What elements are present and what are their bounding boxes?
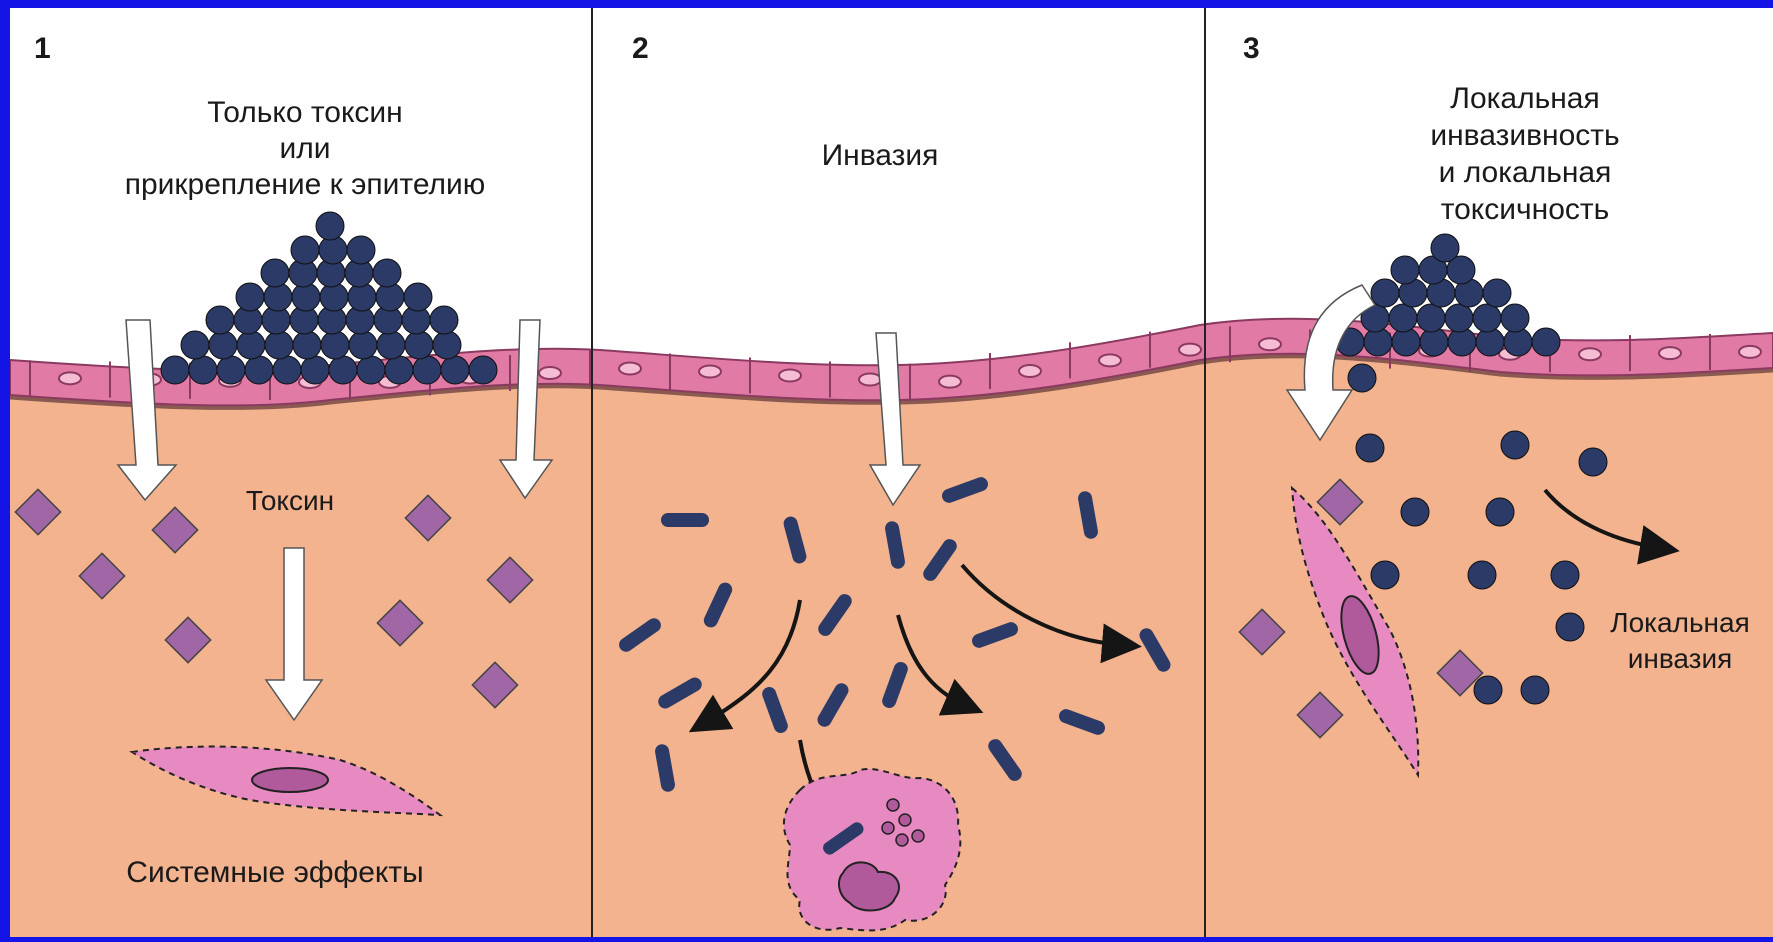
systemic-effects-label: Системные эффекты [126,856,423,889]
panel-2-phagocyte [784,769,960,930]
coccus-bacterium [292,283,320,311]
coccus-bacterium [273,356,301,384]
coccus-bacterium [1579,448,1607,476]
rod-bacterium [661,513,709,527]
coccus-bacterium [376,283,404,311]
coccus-bacterium [265,331,293,359]
coccus-bacterium [1504,328,1532,356]
coccus-bacterium [206,306,234,334]
coccus-bacterium [430,306,458,334]
coccus-bacterium [261,259,289,287]
coccus-bacterium [236,283,264,311]
coccus-bacterium [1371,561,1399,589]
panel-number-2: 2 [632,32,649,65]
epithelial-cell-nucleus [939,376,961,388]
coccus-bacterium [1474,676,1502,704]
coccus-bacterium [1420,328,1448,356]
local-invasion-label-line-1: Локальная [1610,607,1750,638]
panel-3-title-line-1: Локальная [1450,82,1599,115]
epithelial-cell-nucleus [699,366,721,378]
coccus-bacterium [1501,431,1529,459]
panel-1-title-line-1: Только токсин [207,96,403,129]
panel-3-title-line-4: токсичность [1441,193,1610,226]
coccus-bacterium [1448,328,1476,356]
epithelial-cell-nucleus [619,363,641,375]
coccus-bacterium [373,259,401,287]
coccus-bacterium [1556,613,1584,641]
target-cell-nucleus [252,768,328,792]
epithelial-cell-nucleus [1099,354,1121,366]
epithelial-cell-nucleus [1179,344,1201,356]
coccus-bacterium [347,236,375,264]
coccus-bacterium [181,331,209,359]
epithelial-cell-nucleus [1259,338,1281,350]
coccus-bacterium [1532,328,1560,356]
epithelial-cell-nucleus [859,374,881,386]
panel-1-title-line-2: или [279,132,330,165]
coccus-bacterium [161,356,189,384]
panel-number-1: 1 [34,32,51,65]
coccus-bacterium [405,331,433,359]
coccus-bacterium [293,331,321,359]
coccus-bacterium [1431,234,1459,262]
coccus-bacterium [1476,328,1504,356]
coccus-bacterium [413,356,441,384]
coccus-bacterium [377,331,405,359]
coccus-bacterium [1356,434,1384,462]
coccus-bacterium [357,356,385,384]
coccus-bacterium [291,236,319,264]
coccus-bacterium [1417,304,1445,332]
coccus-bacterium [1486,498,1514,526]
coccus-bacterium [245,356,273,384]
coccus-bacterium [1389,304,1417,332]
coccus-bacterium [301,356,329,384]
coccus-bacterium [1473,304,1501,332]
coccus-bacterium [1483,279,1511,307]
epithelial-cell-nucleus [539,367,561,379]
local-invasion-label-line-2: инвазия [1628,643,1733,674]
coccus-bacterium [1392,328,1420,356]
coccus-bacterium [441,356,469,384]
epithelial-cell-nucleus [1739,346,1761,358]
coccus-bacterium [237,331,265,359]
coccus-bacterium [1551,561,1579,589]
epithelial-cell-nucleus [1659,347,1681,359]
panel-number-3: 3 [1243,32,1260,65]
epithelial-cell-nucleus [779,370,801,382]
coccus-bacterium [385,356,413,384]
coccus-bacterium [1348,364,1376,392]
coccus-bacterium [264,283,292,311]
toxin-label: Токсин [246,485,334,516]
coccus-bacterium [329,356,357,384]
coccus-bacterium [404,283,432,311]
panel-3-title-line-3: и локальная [1439,156,1612,189]
coccus-bacterium [1468,561,1496,589]
epithelial-cell-nucleus [1019,365,1041,377]
coccus-bacterium [469,356,497,384]
coccus-bacterium [433,331,461,359]
panel-2-title: Инвазия [822,139,939,172]
coccus-bacterium [1371,279,1399,307]
coccus-bacterium [209,331,237,359]
coccus-bacterium [217,356,245,384]
epithelial-cell-nucleus [1579,348,1601,360]
coccus-bacterium [320,283,348,311]
coccus-bacterium [316,212,344,240]
coccus-bacterium [321,331,349,359]
coccus-bacterium [348,283,376,311]
coccus-bacterium [1445,304,1473,332]
coccus-bacterium [189,356,217,384]
panel-1-title-line-3: прикрепление к эпителию [125,168,486,201]
coccus-bacterium [1401,498,1429,526]
coccus-bacterium [1391,256,1419,284]
coccus-bacterium [1501,304,1529,332]
epithelial-cell-nucleus [59,372,81,384]
coccus-bacterium [349,331,377,359]
coccus-bacterium [1521,676,1549,704]
coccus-bacterium [1364,328,1392,356]
coccus-bacterium [319,236,347,264]
panel-3-title-line-2: инвазивность [1430,119,1619,152]
